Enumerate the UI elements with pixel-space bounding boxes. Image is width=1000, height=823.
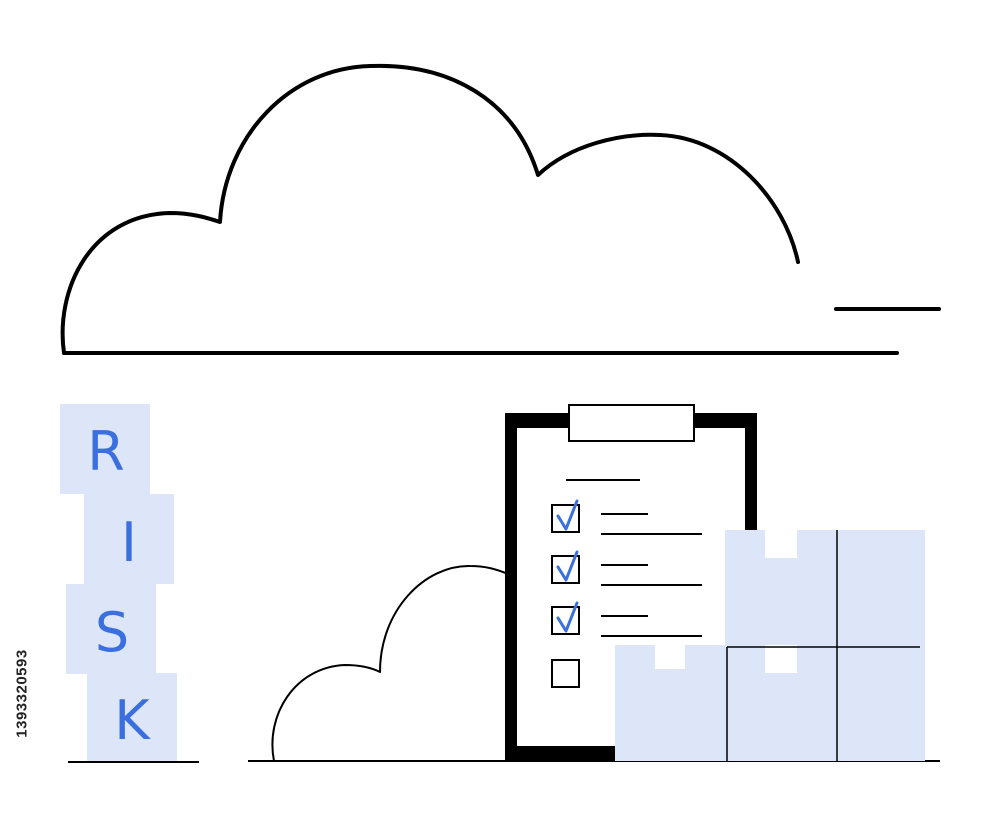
box-icon	[725, 530, 835, 645]
risk-block-s	[66, 584, 156, 674]
risk-block-r	[60, 404, 150, 494]
checklist-item	[551, 550, 702, 586]
boxes	[615, 530, 925, 761]
risk-block-i	[84, 494, 174, 584]
risk-letter-k: K	[114, 689, 151, 752]
box-icon	[837, 645, 925, 761]
large-cloud-icon	[60, 63, 941, 355]
small-cloud-icon	[271, 564, 509, 762]
stock-id-watermark: 1393320593	[4, 578, 40, 808]
checklist-item	[551, 601, 702, 637]
checklist-item	[551, 659, 580, 688]
risk-letter-i: I	[121, 511, 137, 574]
checklist-item	[551, 499, 702, 535]
box-icon	[615, 645, 727, 761]
box-icon	[835, 530, 925, 645]
risk-letter-s: S	[95, 601, 129, 664]
risk-blocks: R I S K	[60, 404, 199, 763]
checkmark-icon	[556, 499, 579, 531]
stock-id-text: 1393320593	[13, 648, 31, 738]
clipboard-clip	[568, 404, 695, 442]
box-icon	[727, 645, 837, 761]
checkmark-icon	[556, 601, 579, 633]
risk-block-k	[87, 673, 177, 762]
checkmark-icon	[556, 550, 579, 582]
checkbox-icon	[551, 659, 580, 688]
risk-letter-r: R	[87, 420, 125, 483]
